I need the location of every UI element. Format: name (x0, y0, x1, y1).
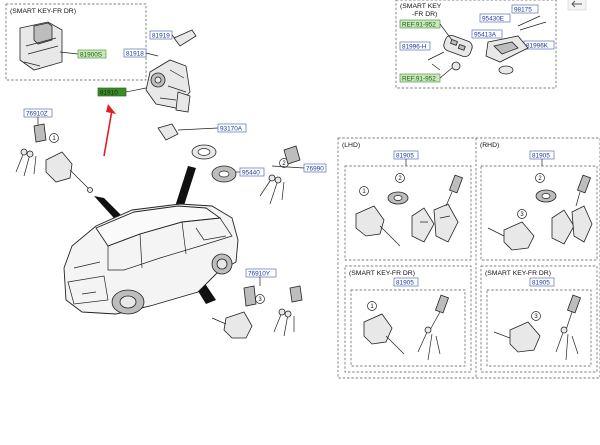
part-label-box (511, 4, 539, 14)
part-label-box (245, 268, 277, 278)
part-label-box (239, 167, 265, 177)
part-label-81996H[interactable]: 81996-H (402, 44, 427, 51)
part-label-box (217, 123, 247, 133)
part-label-76990[interactable]: 76990 (306, 166, 324, 173)
group-rhd-smartkey: (SMART KEY-FR DR) 81905 3 (480, 265, 598, 373)
part-label-93170A[interactable]: 93170A (220, 126, 243, 133)
callout-number: 3 (534, 314, 538, 320)
inner-frame (486, 289, 592, 367)
callout-number: 2 (538, 176, 542, 182)
callout-number: 2 (282, 161, 286, 167)
vehicle-illustration (63, 166, 239, 315)
group-header-line2: -FR DR) (412, 11, 437, 18)
red-arrow-head (106, 104, 116, 114)
smartkey-module-part (19, 21, 63, 71)
part-label[interactable]: 81905 (396, 153, 414, 160)
callout-circle (531, 311, 541, 321)
part-label-box (393, 277, 419, 287)
part-label-box (479, 13, 511, 23)
part-label[interactable]: 81905 (532, 280, 550, 287)
group-header: (RHD) (480, 142, 499, 149)
group-door-lock-right: 76910Y 3 (211, 268, 303, 339)
group-header: (SMART KEY-FR DR) (10, 8, 76, 15)
part-label[interactable]: 81905 (532, 153, 550, 160)
subgroup-frame (344, 265, 472, 373)
group-header: (SMART KEY-FR DR) (349, 270, 415, 277)
group-header: (LHD) (342, 142, 360, 149)
part-label-81918[interactable]: 81918 (126, 51, 144, 58)
callout-circle (535, 173, 545, 183)
lock-cylinder-part (145, 29, 197, 113)
key-fob-shell-part (485, 15, 547, 75)
group-header: (SMART KEY-FR DR) (485, 270, 551, 277)
inner-frame (350, 289, 466, 367)
group-rhd: (RHD) 81905 2 3 (480, 142, 598, 261)
callout-circle (359, 186, 369, 196)
part-label-76910Z[interactable]: 76910Z (26, 111, 48, 118)
part-label-box (77, 49, 107, 59)
group-header-line1: (SMART KEY (400, 3, 442, 10)
callout-number: 2 (398, 176, 402, 182)
callout-circle (49, 133, 59, 143)
part-label-95440[interactable]: 95440 (242, 170, 260, 177)
part-label-box (303, 163, 327, 173)
part-label-95413A[interactable]: 95413A (474, 32, 497, 39)
part-label-95430E[interactable]: 95430E (482, 16, 504, 23)
group-lhd: (LHD) 81905 1 2 (342, 142, 472, 261)
group-door-lock-left: 76910Z 1 (15, 108, 93, 193)
part-label-81996K[interactable]: 81996K (526, 43, 549, 50)
part-label[interactable]: 81905 (396, 280, 414, 287)
subgroup-frame (344, 165, 472, 261)
ref-label[interactable]: REF.91-952 (402, 76, 436, 83)
group-smartkey-fob: (SMART KEY -FR DR) REF.91-952 81996-H RE… (395, 0, 557, 89)
part-label-76910Y[interactable]: 76910Y (248, 271, 271, 278)
callout-number: 3 (520, 212, 524, 218)
group-smartkey-topleft: (SMART KEY-FR DR) 81900S (5, 3, 147, 81)
group-frame (395, 0, 557, 89)
key-set-part (259, 145, 301, 205)
ref-label[interactable]: REF.91-952 (402, 22, 436, 29)
arrow-left-icon (571, 0, 582, 8)
callout-number: 1 (370, 304, 374, 310)
callout-circle (395, 173, 405, 183)
smartkey-fob-part (427, 34, 473, 71)
part-label-81919[interactable]: 81919 (152, 33, 170, 40)
group-outer-frame (337, 137, 600, 379)
callout-number: 3 (258, 297, 262, 303)
group-ignition-lock: 81919 81918 81910 93170A 95440 (97, 29, 327, 205)
part-label-box (529, 277, 555, 287)
callout-circle (517, 209, 527, 219)
back-button[interactable] (567, 0, 587, 11)
subgroup-frame (480, 265, 598, 373)
part-label-98175[interactable]: 98175 (514, 7, 532, 14)
group-frame (5, 3, 147, 81)
callout-circle (367, 301, 377, 311)
part-label-81910[interactable]: 81910 (100, 90, 118, 97)
callout-number: 1 (52, 136, 56, 142)
callout-number: 1 (362, 189, 366, 195)
group-lhd-smartkey: (SMART KEY-FR DR) 81905 1 (344, 265, 472, 373)
red-arrow-shaft (103, 109, 113, 157)
part-label-box (471, 29, 503, 39)
part-label-box (399, 41, 431, 51)
part-label[interactable]: 81900S (80, 52, 102, 59)
subgroup-frame (480, 165, 598, 261)
